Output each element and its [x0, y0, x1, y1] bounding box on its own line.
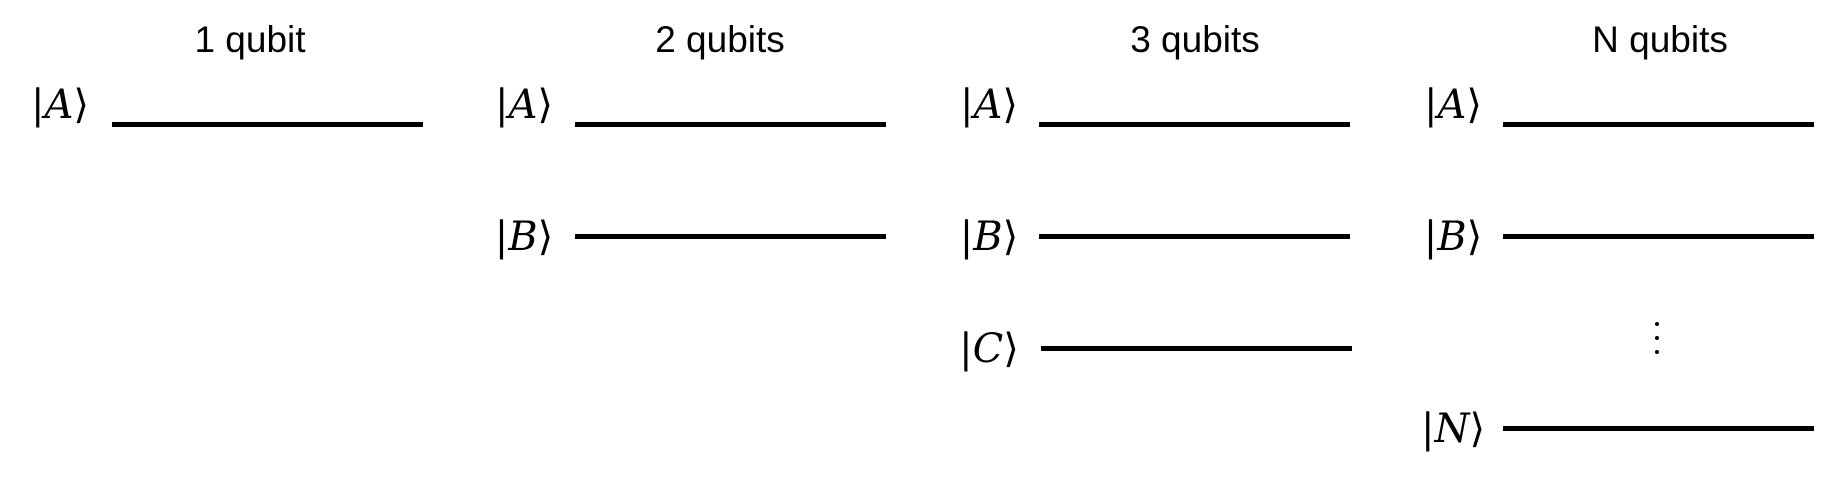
ket-bar: |: [1423, 214, 1438, 260]
ket-symbol: A: [1437, 82, 1467, 128]
ket-angle: ⟩: [537, 214, 554, 260]
ket-bar: |: [494, 214, 509, 260]
ket-bar: |: [960, 82, 974, 128]
ket-symbol: B: [508, 214, 538, 260]
qubit-wire-b: [1503, 234, 1814, 239]
ket-bar: |: [495, 82, 509, 128]
ket-label-n: |N⟩: [1413, 404, 1493, 454]
vertical-ellipsis-icon: [1647, 322, 1667, 356]
ket-bar: |: [959, 326, 973, 372]
column-title-2-qubits: 2 qubits: [655, 19, 785, 60]
ket-bar: |: [1424, 82, 1438, 128]
ket-label-a: |A⟩: [1413, 80, 1493, 130]
ket-symbol: N: [1434, 406, 1470, 452]
ket-label-c: |C⟩: [949, 324, 1029, 374]
ket-symbol: B: [973, 214, 1003, 260]
ket-angle: ⟩: [1469, 406, 1486, 452]
qubit-wire-c: [1041, 346, 1352, 351]
ellipsis-dot: [1655, 350, 1659, 354]
column-title-n-qubits: N qubits: [1592, 19, 1728, 60]
ket-label-b: |B⟩: [1413, 212, 1493, 262]
ket-angle: ⟩: [1003, 326, 1019, 372]
qubit-wire-a: [575, 122, 886, 127]
qubit-wire-b: [1039, 234, 1350, 239]
qubit-wire-b: [575, 234, 886, 239]
ket-bar: |: [1420, 406, 1435, 452]
ket-label-a: |A⟩: [484, 80, 564, 130]
ket-label-b: |B⟩: [484, 212, 564, 262]
ket-angle: ⟩: [73, 82, 89, 128]
ket-angle: ⟩: [1002, 82, 1018, 128]
ket-bar: |: [959, 214, 974, 260]
qubit-wire-a: [1039, 122, 1350, 127]
ket-label-a: |A⟩: [949, 80, 1029, 130]
column-title-3-qubits: 3 qubits: [1130, 19, 1260, 60]
ket-angle: ⟩: [1466, 214, 1483, 260]
ket-angle: ⟩: [1466, 82, 1482, 128]
ket-symbol: A: [44, 82, 74, 128]
ket-symbol: B: [1437, 214, 1467, 260]
ket-angle: ⟩: [537, 82, 553, 128]
ket-bar: |: [31, 82, 45, 128]
ket-angle: ⟩: [1002, 214, 1019, 260]
ket-symbol: A: [973, 82, 1003, 128]
ket-label-a: |A⟩: [20, 80, 100, 130]
ket-symbol: C: [972, 326, 1004, 372]
column-title-1-qubit: 1 qubit: [194, 19, 306, 60]
ellipsis-dot: [1655, 336, 1659, 340]
qubit-wire-a: [112, 122, 423, 127]
qubit-wire-a: [1503, 122, 1814, 127]
ket-symbol: A: [508, 82, 538, 128]
ket-label-b: |B⟩: [949, 212, 1029, 262]
ellipsis-dot: [1655, 322, 1659, 326]
qubit-wire-n: [1503, 426, 1814, 431]
